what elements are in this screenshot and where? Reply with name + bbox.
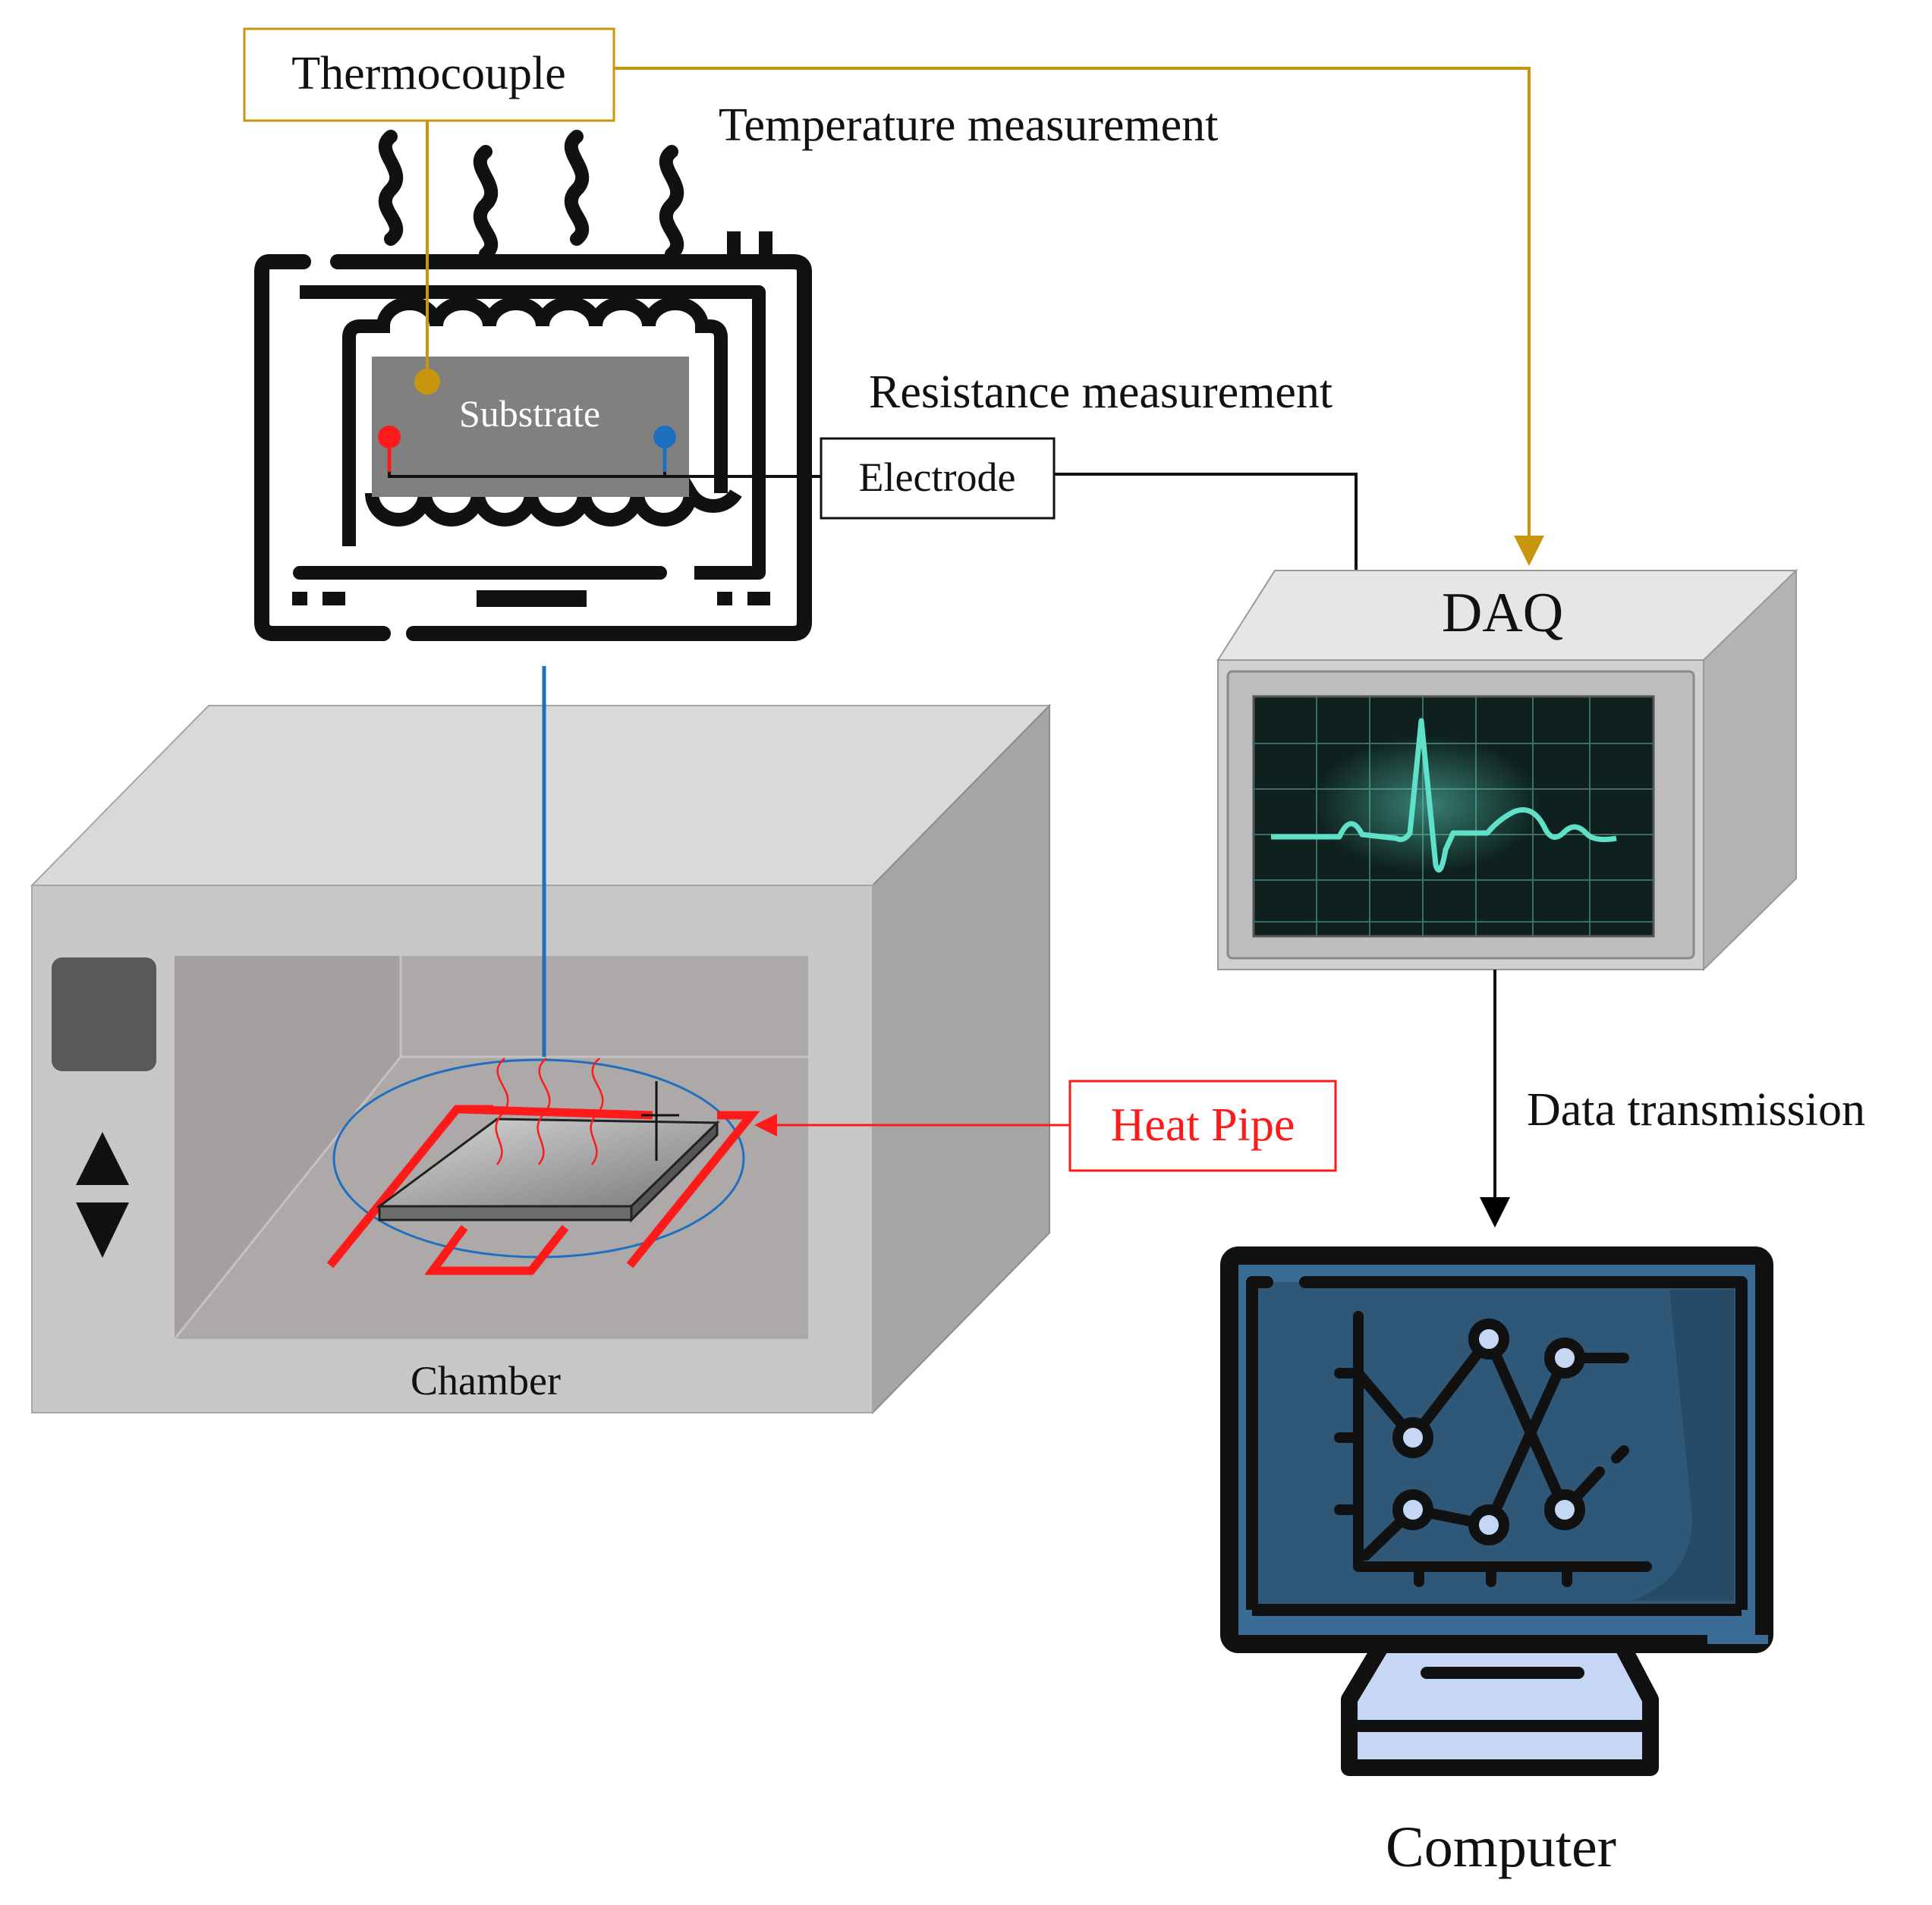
heat-pipe-box (1068, 1080, 1337, 1172)
chamber-label: Chamber (411, 1358, 561, 1404)
heater-inner-frame (293, 285, 766, 580)
heater-slot (477, 590, 587, 607)
resistance-measurement-label: Resistance measurement (869, 366, 1333, 418)
electrode-wire (388, 472, 821, 478)
heat-wave-icon (378, 130, 684, 261)
heater-slot (292, 592, 307, 605)
line-chart-icon (1334, 1311, 1652, 1587)
computer-label: Computer (1386, 1815, 1616, 1879)
heartbeat-trace-icon (1271, 718, 1617, 873)
heater-slot (717, 592, 732, 605)
down-arrow-icon[interactable] (76, 1202, 129, 1258)
heater-coil (342, 297, 728, 546)
chamber-display (52, 957, 156, 1071)
chamber-box-icon (30, 703, 1052, 1415)
thermocouple-label: Thermocouple (291, 48, 566, 99)
heater-slot (747, 592, 770, 605)
up-arrow-icon[interactable] (76, 1132, 129, 1185)
heater-knob (759, 231, 772, 260)
daq-label: DAQ (1442, 582, 1563, 644)
heater-frame (254, 254, 812, 641)
heat-pipe-sample-icon (326, 1058, 760, 1275)
heater-coil (365, 468, 742, 527)
substrate-label: Substrate (459, 392, 600, 435)
computer-monitor-icon (1220, 1246, 1773, 1776)
heater-slot (323, 592, 345, 605)
thermocouple-box (243, 27, 615, 122)
electrode-box (820, 437, 1056, 520)
daq-monitor-icon (1216, 568, 1798, 972)
temperature-measurement-label: Temperature measurement (719, 99, 1218, 151)
temperature-signal-line (614, 67, 1544, 566)
heater-knob (727, 231, 741, 260)
electrode-label: Electrode (859, 454, 1016, 500)
heat-pipe-label: Heat Pipe (1111, 1099, 1295, 1151)
heater-icon: Substrate (254, 130, 812, 641)
data-transmission-label: Data transmission (1527, 1084, 1865, 1136)
resistance-signal-line (1054, 473, 1371, 618)
